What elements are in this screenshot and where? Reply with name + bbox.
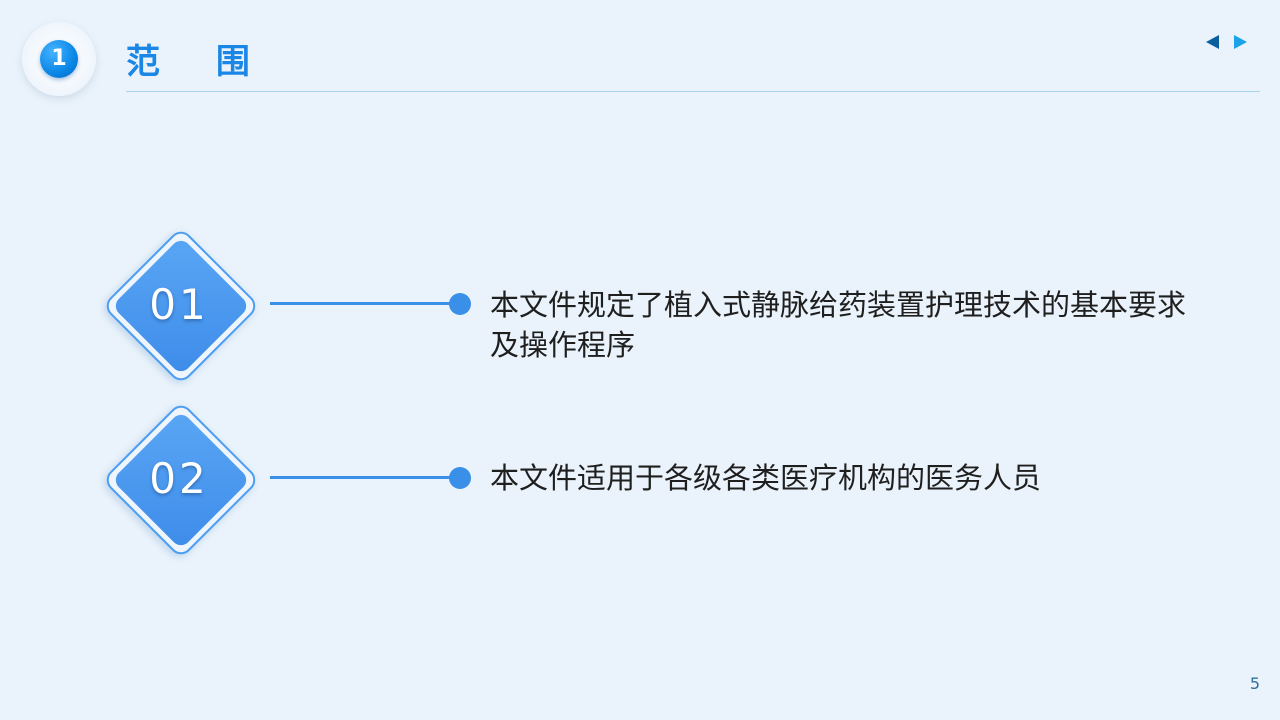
- previous-slide-button[interactable]: [1202, 32, 1222, 52]
- scope-item: 01 本文件规定了植入式静脉给药装置护理技术的基本要求及操作程序: [0, 224, 1280, 386]
- scope-item: 02 本文件适用于各级各类医疗机构的医务人员: [0, 398, 1280, 560]
- slide-navigation: [1202, 32, 1254, 52]
- page-number: 5: [1249, 674, 1260, 693]
- page-title: 范 围: [126, 42, 272, 82]
- item-number: 02: [149, 453, 209, 503]
- section-number: 1: [51, 46, 67, 71]
- number-diamond: 01: [101, 226, 261, 386]
- number-diamond: 02: [101, 400, 261, 560]
- connector-line: [270, 302, 462, 305]
- triangle-left-icon: [1205, 35, 1219, 49]
- connector-dot: [449, 293, 471, 315]
- item-text: 本文件适用于各级各类医疗机构的医务人员: [490, 461, 1042, 495]
- section-number-badge: 1: [40, 40, 78, 78]
- connector-line: [270, 476, 462, 479]
- header-divider: [126, 91, 1260, 92]
- item-text: 本文件规定了植入式静脉给药装置护理技术的基本要求及操作程序: [490, 288, 1187, 362]
- triangle-right-icon: [1233, 35, 1247, 49]
- next-slide-button[interactable]: [1230, 32, 1250, 52]
- item-number: 01: [149, 279, 209, 329]
- connector-dot: [449, 467, 471, 489]
